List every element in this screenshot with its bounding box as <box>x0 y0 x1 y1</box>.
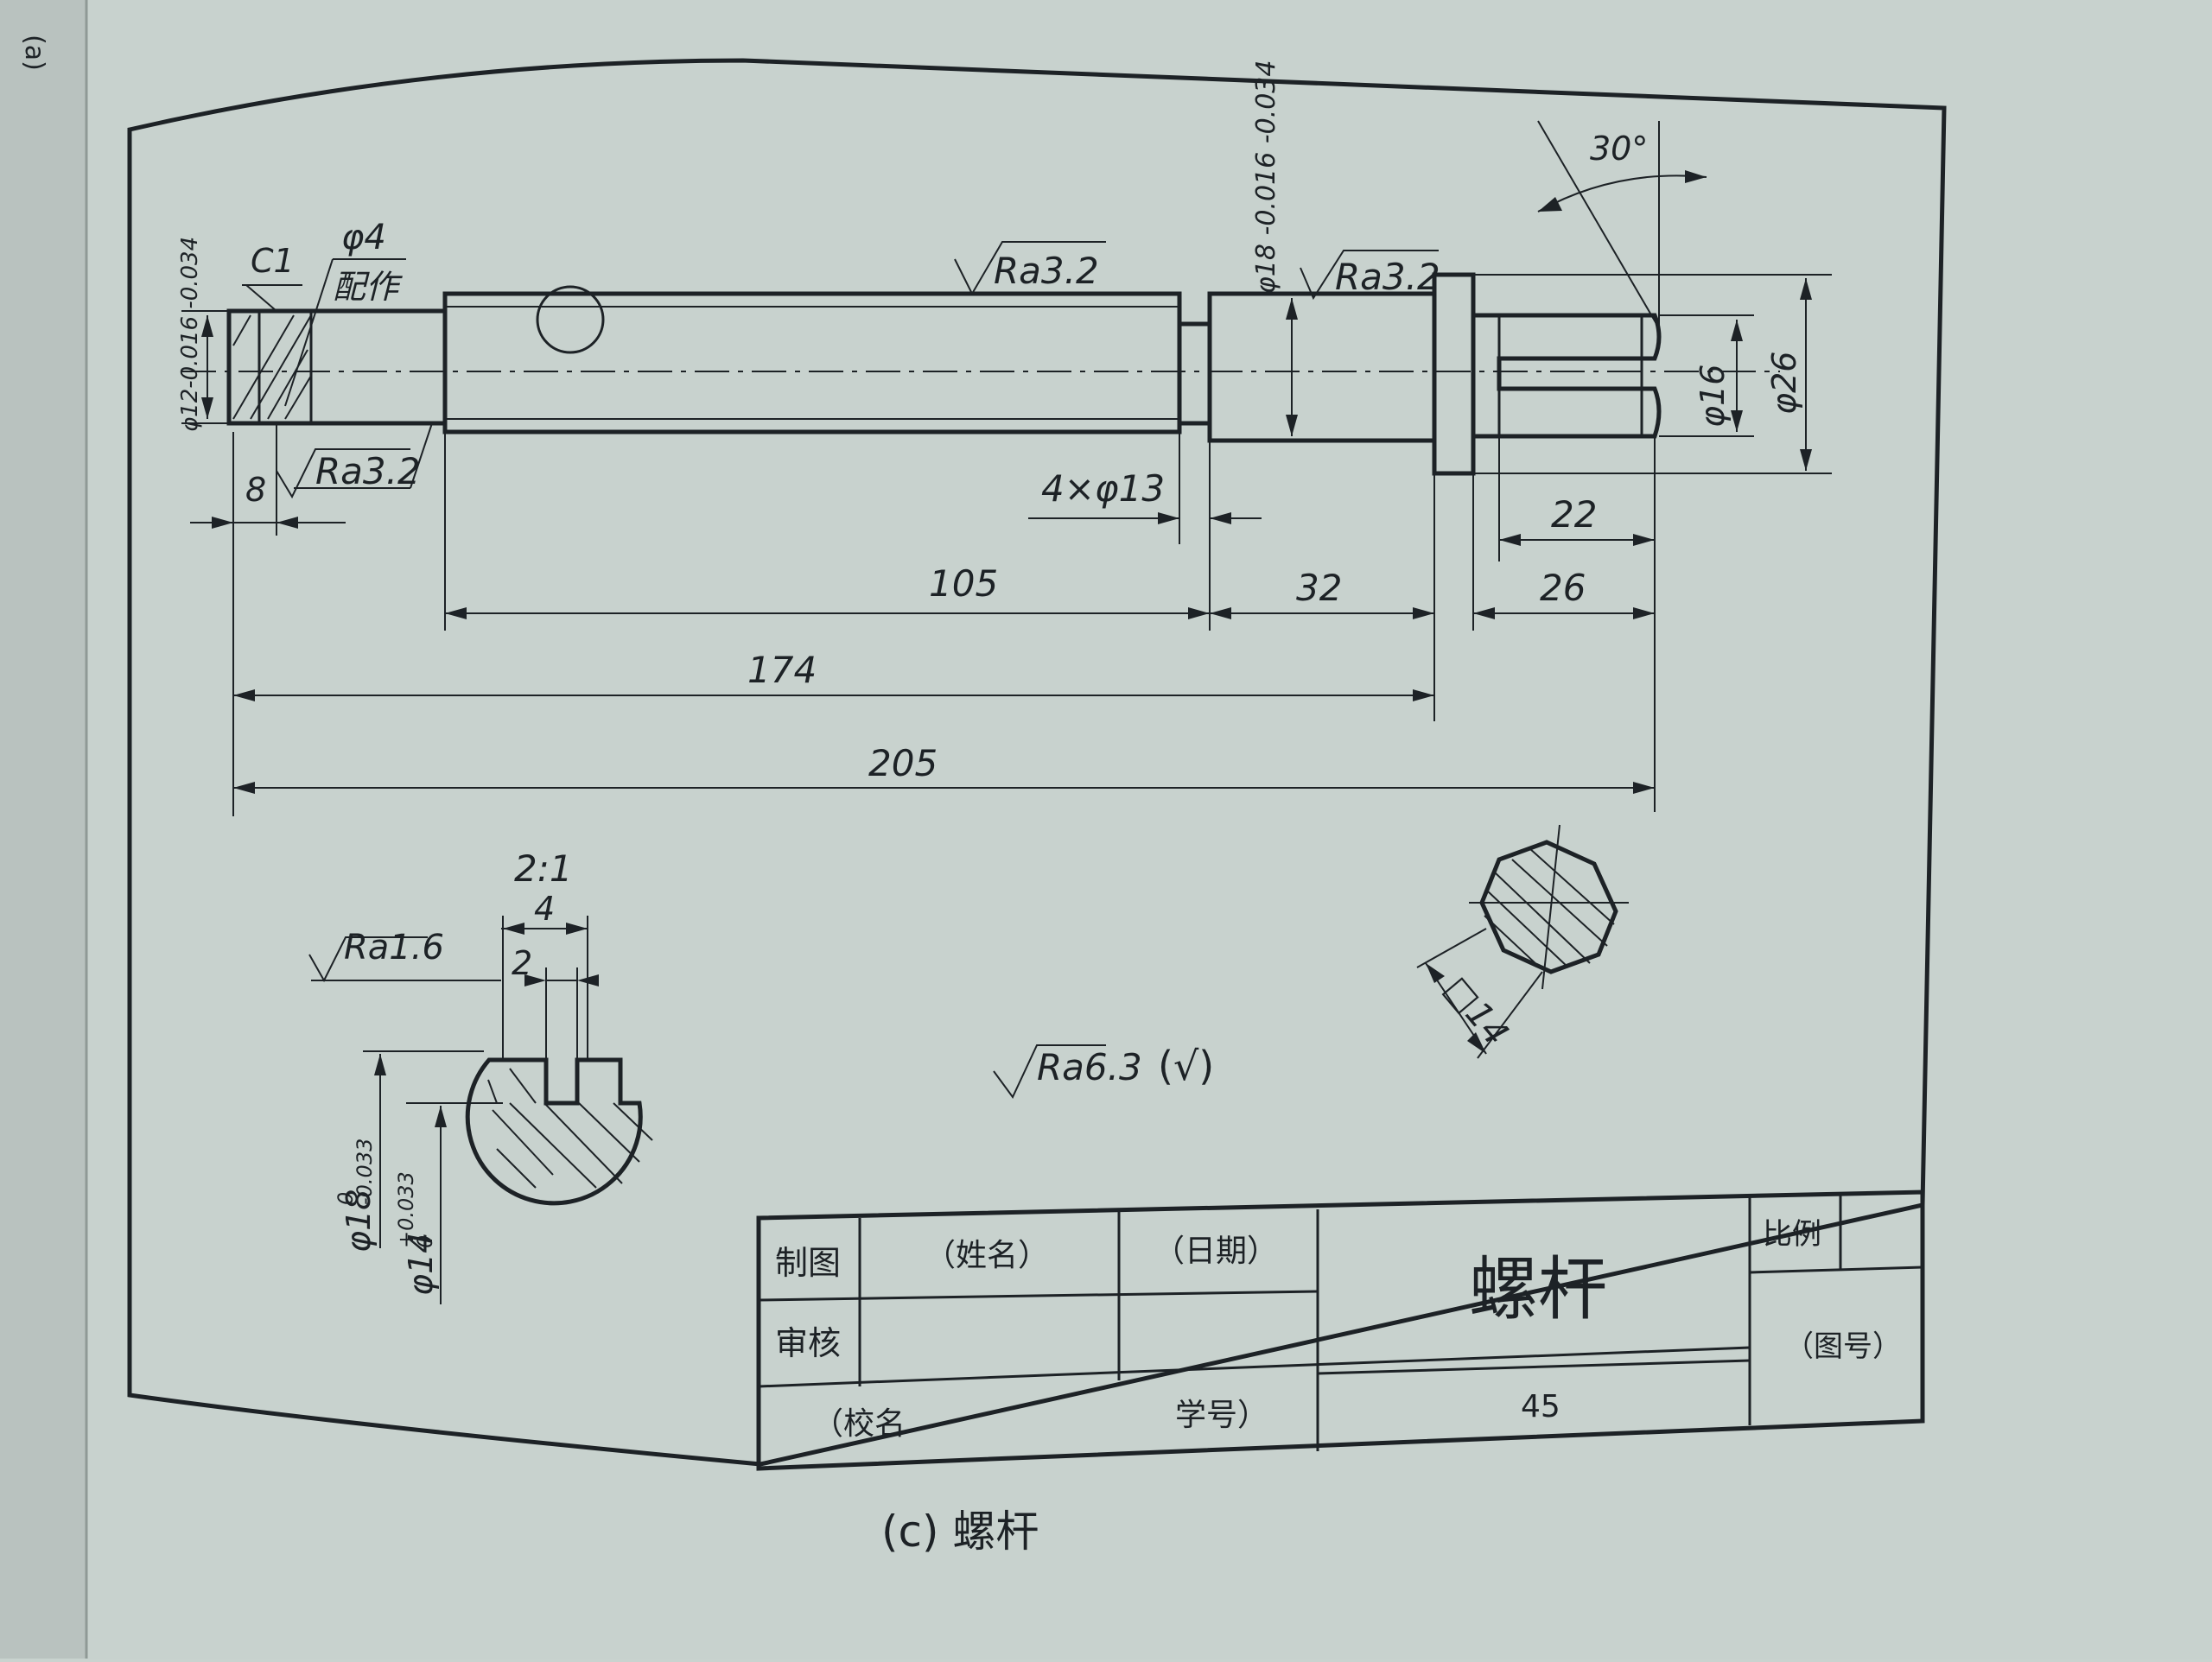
dim-groove: 4×φ13 <box>1041 467 1165 510</box>
dim-d26: φ26 <box>1765 352 1803 415</box>
ra16-symbol <box>308 936 428 983</box>
section-hatch <box>487 1068 653 1189</box>
title-block: 制图 （姓名） （日期） 审核 （校名 学号） 螺杆 45 比例 （图号） <box>756 1189 1925 1471</box>
shaft-main-view <box>181 272 1780 476</box>
section-d14-up: +0.033 <box>394 1171 418 1248</box>
section-texts: 2:1 4 2 Ra1.6 φ18 0 -0.033 φ14 +0.033 0 <box>334 847 573 1296</box>
section-d18-up: 0 <box>334 1192 358 1205</box>
tb-date: （日期） <box>1154 1234 1278 1269</box>
ra-mid: Ra3.2 <box>994 250 1099 292</box>
dimension-arrows <box>201 170 1812 794</box>
dim-len26: 26 <box>1540 567 1586 609</box>
tb-drawing-no: （图号） <box>1784 1329 1902 1364</box>
title-block-frame <box>756 1189 1925 1471</box>
section-len2: 2 <box>512 944 532 982</box>
binding-gutter <box>0 0 86 1659</box>
general-ra: Ra6.3 <box>1037 1046 1142 1088</box>
tb-name: （姓名） <box>925 1238 1049 1273</box>
section-len4: 4 <box>534 890 555 928</box>
detail-circle <box>536 285 605 354</box>
dim-d16: φ16 <box>1694 365 1732 428</box>
general-roughness: Ra6.3 (√) <box>993 1043 1214 1099</box>
dim-len32: 32 <box>1296 567 1342 609</box>
section-ra16: Ra1.6 <box>344 928 444 967</box>
dim-angle30: 30° <box>1590 130 1648 168</box>
section-outline <box>465 1057 643 1206</box>
tb-drawn-by: 制图 <box>775 1244 841 1282</box>
dim-c1: C1 <box>251 242 295 280</box>
tb-scale-label: 比例 <box>1763 1217 1821 1252</box>
drawing-frame <box>127 58 1947 1467</box>
section-d18: φ18 <box>340 1189 378 1253</box>
dim-len8: 8 <box>245 471 266 509</box>
tb-checked-by: 审核 <box>775 1324 841 1362</box>
section-d14: φ14 <box>402 1233 440 1296</box>
figure-caption: (c) 螺杆 <box>881 1507 1039 1557</box>
square-outline <box>1479 840 1618 974</box>
main-dimension-texts: φ12-0.016 -0.034 C1 φ4 配作 8 Ra3.2 Ra3.2 … <box>177 60 1803 784</box>
dim-d18-tol: φ18 -0.016 -0.034 <box>1251 60 1281 294</box>
dim-d12-tol: φ12-0.016 -0.034 <box>177 237 203 432</box>
keyway-section <box>308 916 653 1304</box>
margin-mark: (a) <box>19 35 49 71</box>
section-scale: 2:1 <box>514 847 573 890</box>
tb-part-name: 螺杆 <box>1469 1249 1607 1329</box>
section-d18-low: -0.033 <box>353 1139 377 1205</box>
tb-school: （校名 <box>812 1406 906 1442</box>
tb-material: 45 <box>1521 1389 1560 1424</box>
dim-len22: 22 <box>1551 493 1597 536</box>
dim-len205: 205 <box>868 742 938 784</box>
dim-len174: 174 <box>747 649 817 691</box>
general-ra-suffix: (√) <box>1158 1043 1214 1089</box>
ra-left: Ra3.2 <box>315 450 421 492</box>
note-peizuo: 配作 <box>333 268 403 306</box>
roughness-symbols <box>276 241 1439 499</box>
ra-right: Ra3.2 <box>1335 256 1440 298</box>
pin-hole-hatch <box>232 314 312 420</box>
dim-len105: 105 <box>929 562 998 605</box>
section-d14-low: 0 <box>413 1235 437 1248</box>
tb-student-no: 学号） <box>1175 1398 1268 1433</box>
dim-d4: φ4 <box>341 218 386 257</box>
